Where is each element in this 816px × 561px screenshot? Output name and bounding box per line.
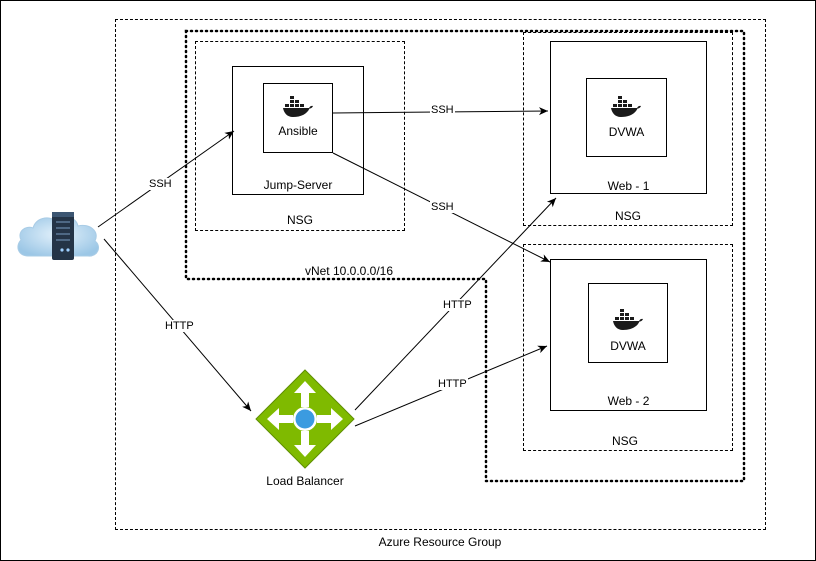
load-balancer-label: Load Balancer	[266, 474, 344, 488]
web1-nsg	[523, 32, 733, 226]
vnet-label: vNet 10.0.0.0/16	[304, 264, 394, 278]
docker-icon	[611, 96, 641, 117]
edge-label-ansible-to-web1: SSH	[430, 104, 455, 116]
resource-group-boundary	[115, 19, 766, 530]
jump-server-nsg-label: NSG	[286, 213, 313, 227]
edge-label-lb-to-web1: HTTP	[442, 299, 473, 311]
jump-server-label: Jump-Server	[263, 178, 333, 192]
docker-icon	[613, 309, 643, 330]
docker-icon	[283, 96, 313, 117]
edge-label-client-to-lb: HTTP	[164, 320, 195, 332]
web2-nsg	[523, 244, 733, 451]
web1-dvwa-container	[586, 78, 667, 157]
edge-label-lb-to-web2: HTTP	[437, 378, 468, 390]
web1-dvwa-label: DVWA	[608, 125, 645, 139]
azure-load-balancer-icon	[255, 369, 355, 469]
web1-nsg-label: NSG	[614, 209, 641, 223]
vnet-boundary	[184, 29, 746, 483]
edge-label-client-to-jump: SSH	[148, 178, 173, 190]
edge-label-ansible-to-web2: SSH	[430, 201, 455, 213]
cloud-server-icon	[17, 212, 99, 260]
ansible-container-label: Ansible	[278, 124, 318, 138]
web2-label: Web - 2	[607, 394, 650, 408]
web2-nsg-label: NSG	[611, 434, 638, 448]
jump-server-nsg	[195, 41, 405, 231]
ansible-container	[263, 83, 333, 153]
resource-group-label: Azure Resource Group	[378, 535, 502, 549]
web1-label: Web - 1	[607, 179, 650, 193]
web2-dvwa-label: DVWA	[610, 339, 646, 353]
